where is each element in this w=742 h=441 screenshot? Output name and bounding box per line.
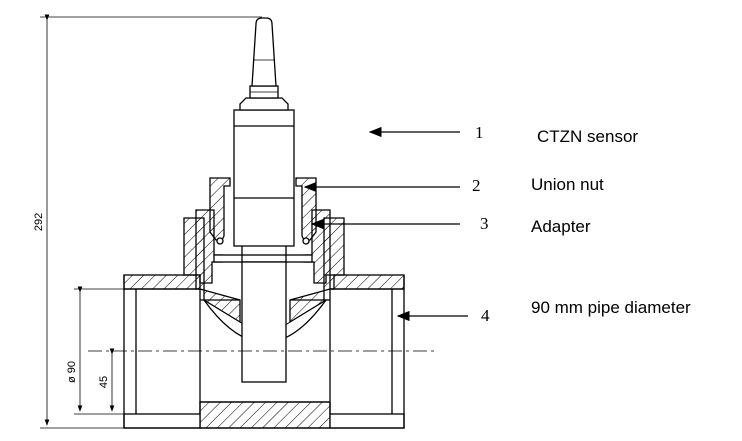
- half-diameter-label: 45: [98, 376, 110, 388]
- callout-label-pipe-diameter: 90 mm pipe diameter: [531, 298, 691, 317]
- callout-label-union-nut: Union nut: [531, 175, 604, 194]
- overall-height-dimension: 292: [33, 14, 262, 429]
- pipe-tee-body: [123, 274, 405, 429]
- left-socket-bottom-wall: [123, 413, 201, 429]
- callout-arrows: [303, 126, 468, 322]
- right-socket-top-wall: [329, 274, 405, 290]
- callout-label-adapter: Adapter: [531, 217, 591, 236]
- pipe-bottom-wall: [199, 401, 331, 429]
- callout-label-ctzn-sensor: CTZN sensor: [537, 127, 638, 146]
- adapter-left: [195, 209, 223, 284]
- callout-number-2: 2: [472, 176, 481, 195]
- right-socket-bottom-wall: [329, 413, 405, 429]
- overall-height-label: 292: [33, 213, 45, 231]
- callout-number-3: 3: [480, 214, 489, 233]
- callout-number-4: 4: [481, 306, 490, 325]
- pipe-diameter-dimension: ø 90: [66, 286, 136, 415]
- half-diameter-dimension: 45: [98, 348, 115, 412]
- pipe-diameter-label: ø 90: [66, 361, 78, 383]
- left-socket-top-wall: [123, 274, 201, 290]
- ctzn-sensor: [233, 17, 295, 383]
- union-nut-left: [209, 177, 231, 241]
- callout-number-1: 1: [475, 123, 484, 142]
